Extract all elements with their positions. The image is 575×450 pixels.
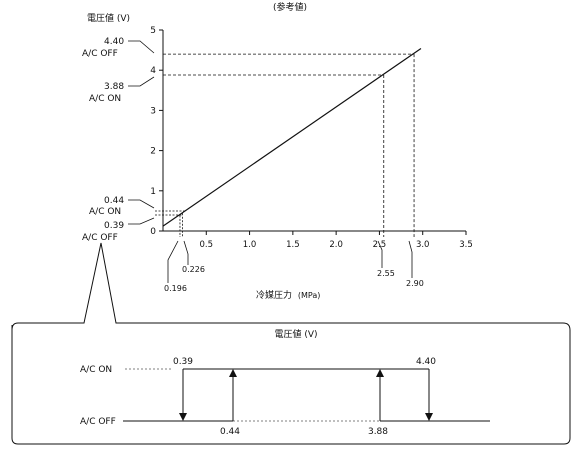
callout-value-0-39: 0.39 — [104, 221, 124, 231]
left-callouts: 4.40 A/C OFF 3.88 A/C ON 0.44 A/C ON 0.3… — [82, 37, 186, 243]
callout-state-0-44: A/C ON — [89, 207, 121, 217]
x-tick-label: 1.5 — [286, 240, 300, 250]
x-axis-label-text: 冷媒圧力 — [256, 289, 292, 301]
callout-value-0-44: 0.44 — [104, 196, 124, 206]
voltage-line — [162, 47, 422, 227]
y-axis-label: 電圧値 (V) — [87, 12, 130, 24]
detail-panel-border — [11, 242, 571, 445]
x-tick-label: 3.5 — [459, 240, 473, 250]
callout-leader-0-39 — [128, 217, 155, 225]
callout-leader-3-88 — [128, 76, 155, 87]
switch-label-0-39: 0.39 — [173, 357, 193, 367]
callout-value-3-88: 3.88 — [104, 82, 124, 92]
y-tick-label: 0 — [150, 227, 156, 237]
x-tick-label: 3.0 — [416, 240, 430, 250]
detail-state-off: A/C OFF — [80, 417, 116, 427]
y-ticks: 0 1 2 3 4 5 — [150, 26, 163, 237]
callout-leader-2-90 — [408, 240, 413, 278]
x-tick-label: 0.5 — [200, 240, 214, 250]
arrow-down-4-40 — [425, 413, 433, 421]
y-tick-label: 5 — [150, 26, 156, 36]
switch-label-4-40: 4.40 — [416, 357, 436, 367]
x-tick-label: 2.0 — [329, 240, 343, 250]
callout-leader-0-44 — [128, 199, 155, 209]
arrow-up-3-88 — [376, 369, 384, 377]
detail-panel: 電圧値 (V) A/C ON A/C OFF 0.39 0.44 3.88 4.… — [11, 242, 571, 445]
callout-state-4-40: A/C OFF — [82, 49, 118, 59]
callout-x-2-55: 2.55 — [377, 269, 395, 278]
switch-label-0-44: 0.44 — [220, 427, 240, 437]
switch-label-3-88: 3.88 — [368, 427, 388, 437]
x-tick-label: 1.0 — [243, 240, 257, 250]
y-tick-label: 1 — [150, 187, 156, 197]
bottom-callouts: 0.196 0.226 2.55 2.90 — [164, 240, 424, 293]
x-axis-label: 冷媒圧力 (MPa) — [256, 289, 320, 301]
callout-x-2-90: 2.90 — [406, 279, 424, 288]
chart-title: (参考値) — [273, 1, 307, 13]
callout-leader-4-40 — [128, 40, 155, 54]
y-tick-label: 3 — [150, 106, 156, 116]
arrow-up-0-44 — [229, 369, 237, 377]
series — [162, 47, 422, 227]
arrow-down-0-39 — [179, 413, 187, 421]
y-tick-label: 4 — [150, 66, 156, 76]
callout-x-0-226: 0.226 — [182, 265, 205, 274]
reference-lines — [163, 53, 415, 237]
callout-x-0-196: 0.196 — [164, 284, 187, 293]
callout-state-3-88: A/C ON — [89, 94, 121, 104]
x-axis-label-unit: (MPa) — [298, 291, 321, 300]
callout-value-4-40: 4.40 — [104, 37, 124, 47]
detail-state-on: A/C ON — [80, 365, 112, 375]
detail-title: 電圧値 (V) — [274, 328, 317, 340]
callout-leader-2-55 — [377, 240, 383, 268]
callout-leader-0-226 — [183, 240, 189, 265]
callout-state-0-39: A/C OFF — [82, 233, 118, 243]
callout-leader-0-196 — [167, 240, 179, 283]
y-tick-label: 2 — [150, 147, 156, 157]
